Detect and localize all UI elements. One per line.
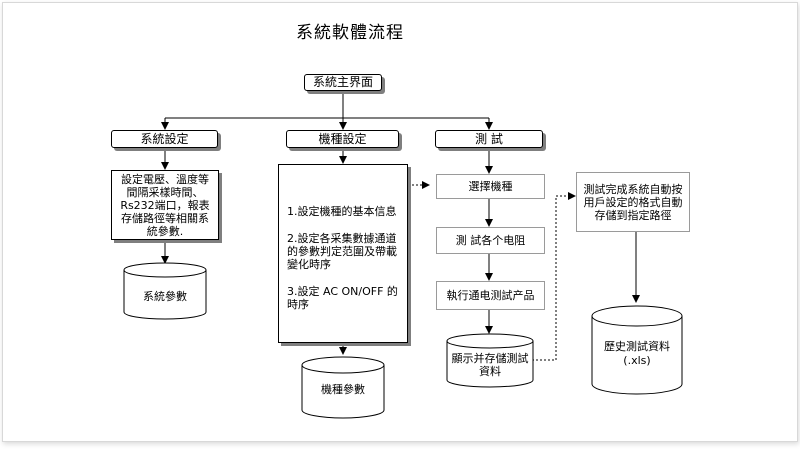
db-history-results xyxy=(591,305,683,395)
db-test-results xyxy=(446,333,534,388)
db-history-label-line1: 歷史測試資料 xyxy=(604,340,670,353)
db-test-results-label: 顯示并存儲測試資料 xyxy=(451,352,529,378)
system-settings-header: 系統設定 xyxy=(111,130,218,148)
db-system-params xyxy=(123,262,207,320)
test-step-select-model: 選擇機種 xyxy=(436,174,545,199)
test-step-power-on: 執行通电测試产品 xyxy=(436,281,545,310)
system-settings-description: 設定電壓、溫度等間隔采樣時間、Rs232端口，報表存儲路徑等相關系統參數. xyxy=(111,170,219,240)
db-history-label-line2: (.xls) xyxy=(623,354,651,367)
db-model-params-label: 機種參數 xyxy=(321,383,365,396)
history-description-text: 測試完成系統自動按用戶設定的格式自動存儲到指定路徑 xyxy=(583,182,683,222)
history-description: 測試完成系統自動按用戶設定的格式自動存儲到指定路徑 xyxy=(576,172,690,232)
dotted-link-test-to-history xyxy=(532,192,576,361)
test-header: 測 試 xyxy=(435,130,543,148)
model-settings-description: 1.設定機種的基本信息 2.設定各采集數據通道的參數判定范圍及帶載變化時序 3.… xyxy=(278,164,408,343)
model-settings-header: 機種設定 xyxy=(286,130,399,148)
db-model-params xyxy=(301,356,385,419)
system-settings-description-text: 設定電壓、溫度等間隔采樣時間、Rs232端口，報表存儲路徑等相關系統參數. xyxy=(120,172,210,238)
model-settings-item-1: 1.設定機種的基本信息 xyxy=(287,205,397,218)
diagram-title: 系統軟體流程 xyxy=(296,23,404,43)
model-settings-item-2: 2.設定各采集數據通道的參數判定范圍及帶載變化時序 xyxy=(287,232,397,271)
model-settings-item-3: 3.設定 AC ON/OFF 的時序 xyxy=(287,285,398,311)
main-ui-node: 系統主界面 xyxy=(304,74,382,91)
db-system-params-label: 系統參數 xyxy=(143,290,187,303)
dotted-link-model-to-select xyxy=(408,181,430,258)
test-step-resistance: 測 試各个电阻 xyxy=(436,227,545,254)
